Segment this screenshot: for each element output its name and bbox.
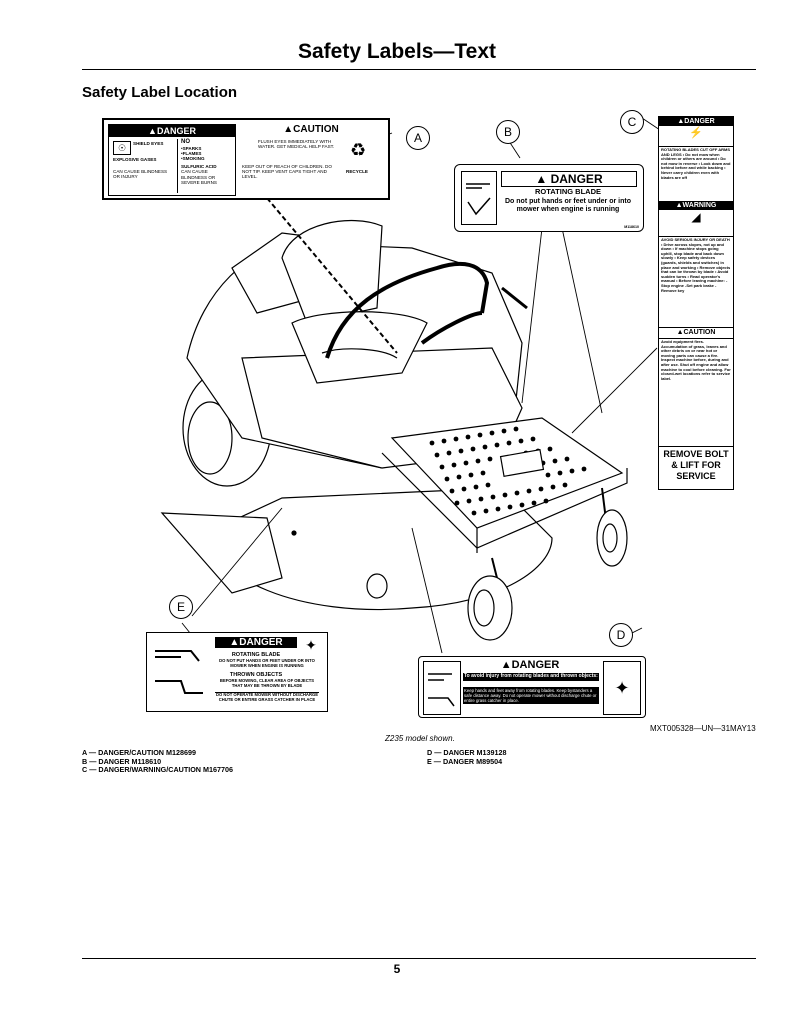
label-a-danger-word: ▲DANGER [109,125,235,137]
label-e-line5: DO NOT OPERATE MOWER WITHOUT DISCHARGE C… [215,692,319,702]
footer-rule [82,958,756,959]
figure-caption: Z235 model shown. [385,734,455,743]
callout-d: D [609,623,633,647]
label-d-thrown-icon: ✦ [603,661,641,715]
figure-id: MXT005328—UN—31MAY13 [650,724,756,733]
safety-label-e: ▲DANGER ROTATING BLADE DO NOT PUT HANDS … [146,632,328,712]
label-b-part: M118610 [624,224,639,229]
label-a-sparks: •SPARKS [181,145,202,151]
label-d-signal: ▲DANGER [500,659,560,671]
callout-e: E [169,595,193,619]
section-heading: Safety Label Location [82,84,238,101]
safety-label-figure: ▲DANGER ☉ SHIELD EYES EXPLOSIVE GASES CA… [82,108,762,720]
label-e-line3: THROWN OBJECTS [229,672,283,678]
title-rule [82,69,756,70]
label-d-blade-icon [423,661,461,715]
legend-a: A — DANGER/CAUTION M128699 [82,748,196,757]
label-c-caution: ▲CAUTION [659,327,733,339]
legend-d: D — DANGER M139128 [427,748,507,757]
label-a-caution-word: ▲CAUTION [283,124,339,135]
goggles-icon: ☉ [113,141,131,155]
label-d-line2: Keep hands and feet away from rotating b… [463,687,599,704]
label-a-no: NO [181,139,190,145]
label-a-keep-out: KEEP OUT OF REACH OF CHILDREN. DO NOT TI… [242,164,332,180]
label-e-line2: DO NOT PUT HANDS OR FEET UNDER OR INTO M… [219,658,315,668]
safety-label-b: ▲ DANGER ROTATING BLADE Do not put hands… [454,164,644,232]
recycle-icon: ♻ [350,140,367,160]
label-e-line1: ROTATING BLADE [231,652,281,658]
callout-a: A [406,126,430,150]
label-c-caution-text: Avoid equipment fires. Accumulation of g… [661,339,731,381]
label-a-blindness: CAN CAUSE BLINDNESS OR INJURY [113,169,168,180]
label-a-sulfuric: SULFURIC ACID [181,164,217,170]
safety-label-c: ▲DANGER ⚡ ROTATING BLADES CUT OFF ARMS A… [658,116,734,490]
legend-c: C — DANGER/WARNING/CAUTION M167706 [82,765,233,775]
thrown-objects-icon: ✦ [305,637,317,653]
label-a-shield: SHIELD EYES [133,141,164,146]
blade-foot-icon: ⚡ [659,126,733,147]
label-b-signal: ▲ DANGER [501,171,637,187]
label-d-line1: To avoid injury from rotating blades and… [463,673,599,681]
legend-left: A — DANGER/CAUTION M128699 B — DANGER M1… [82,748,233,775]
callout-b: B [496,120,520,144]
label-c-warning: ▲WARNING [659,201,733,210]
page-number: 5 [393,962,401,976]
legend-right: D — DANGER M139128 E — DANGER M89504 [427,748,507,766]
label-b-line1: ROTATING BLADE [535,187,601,196]
label-c-warning-text: AVOID SERIOUS INJURY OR DEATH • Drive ac… [661,237,731,293]
label-c-danger: ▲DANGER [659,117,733,126]
label-e-blade-icon [151,637,211,707]
label-a-flames: •FLAMES [181,150,202,156]
label-e-line4: BEFORE MOWING, CLEAR AREA OF OBJECTS THA… [219,678,315,688]
label-a-acid-harm: CAN CAUSE BLINDNESS OR SEVERE BURNS [181,169,217,185]
label-b-line2: Do not put hands or feet under or into m… [505,198,631,213]
mower-illustration [160,117,661,654]
safety-label-a: ▲DANGER ☉ SHIELD EYES EXPLOSIVE GASES CA… [102,118,390,200]
safety-label-d: ▲DANGER To avoid injury from rotating bl… [418,656,646,718]
label-a-recycle: RECYCLE [346,169,368,174]
label-a-explosive: EXPLOSIVE GASES [113,157,157,162]
legend-e: E — DANGER M89504 [427,756,503,766]
label-c-bolt: REMOVE BOLT & LIFT FOR SERVICE [659,446,733,489]
page-title: Safety Labels—Text [297,40,496,63]
label-a-flush: FLUSH EYES IMMEDIATELY WITH WATER. GET M… [258,139,335,150]
label-a-smoking: •SMOKING [181,156,205,161]
callout-c: C [620,110,644,134]
slope-icon: ◢ [659,210,733,237]
label-c-danger-text: ROTATING BLADES CUT OFF ARMS AND LEGS • … [661,147,731,180]
label-e-signal: ▲DANGER [215,637,297,648]
blade-hand-icon [461,171,497,225]
legend-b: B — DANGER M118610 [82,756,162,766]
